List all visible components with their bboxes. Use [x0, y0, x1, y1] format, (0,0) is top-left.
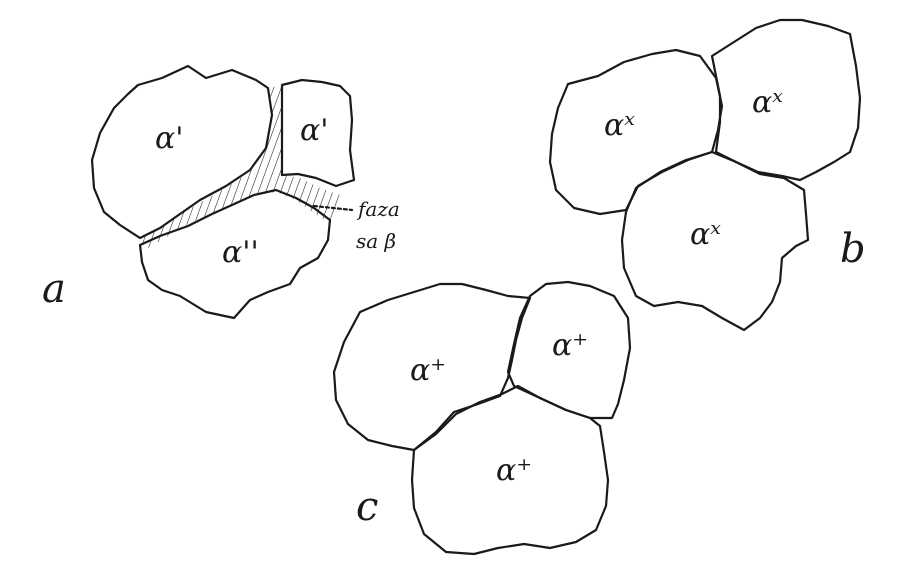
grain-label-c2: α⁺ [552, 328, 588, 363]
grain-b-top-right [712, 20, 860, 180]
grain-label-a1: α' [155, 121, 184, 156]
panel-b: αˣ αˣ αˣ b [550, 20, 866, 330]
grain-label-a2: α' [300, 113, 329, 148]
grain-label-b1: αˣ [604, 108, 635, 143]
grain-label-c1: α⁺ [410, 353, 446, 388]
phase-note-line1: faza [356, 197, 400, 221]
panel-label-a: a [42, 266, 66, 312]
panel-label-c: c [356, 484, 378, 530]
beta-phase-band [140, 85, 340, 248]
panel-c: α⁺ α⁺ α⁺ c [334, 282, 630, 554]
grain-label-b2: αˣ [752, 85, 783, 120]
panel-a: α' α' α'' faza sa β a [42, 66, 400, 318]
grain-label-b3: αˣ [690, 217, 721, 252]
phase-note-line2: sa β [356, 229, 396, 253]
panel-label-b: b [840, 226, 866, 272]
grain-label-c3: α⁺ [496, 453, 532, 488]
grain-label-a3: α'' [222, 235, 259, 270]
